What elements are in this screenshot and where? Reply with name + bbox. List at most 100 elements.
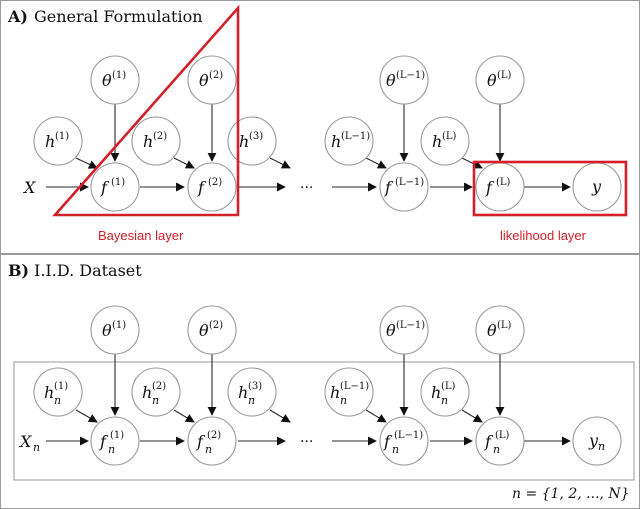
- h-node-2: h (2) n: [131, 367, 181, 417]
- theta-superscript: (L): [497, 320, 512, 331]
- theta-superscript: (1): [112, 320, 126, 331]
- h-superscript: (1): [54, 381, 68, 392]
- panel-b-letter: B): [8, 261, 29, 280]
- h-symbol: h: [330, 383, 340, 402]
- ellipsis: ···: [300, 180, 313, 196]
- output-subscript: n: [598, 440, 605, 453]
- f-superscript: (2): [207, 430, 221, 441]
- theta-symbol: θ: [199, 71, 209, 90]
- h-symbol: h: [44, 383, 54, 402]
- f-subscript: n: [493, 443, 500, 456]
- f-superscript: (L): [495, 430, 510, 441]
- theta-superscript: (2): [209, 70, 223, 81]
- f-subscript: n: [108, 443, 115, 456]
- h-subscript: n: [54, 394, 61, 407]
- h-superscript: (L−1): [341, 131, 370, 142]
- f-node-2: f (2): [187, 162, 237, 212]
- h-subscript: n: [340, 394, 347, 407]
- h-superscript: (L): [441, 381, 456, 392]
- f-node-2: f (2) n: [187, 416, 237, 466]
- output-node-y: y: [572, 162, 622, 212]
- h-superscript: (1): [55, 131, 69, 142]
- h-node-l-minus-1: h (L−1): [324, 116, 374, 166]
- h-superscript: (2): [153, 131, 167, 142]
- theta-symbol: θ: [102, 71, 112, 90]
- theta-node-1: θ (1): [90, 55, 140, 105]
- output-symbol: y: [591, 177, 602, 196]
- theta-superscript: (L): [497, 70, 512, 81]
- h-symbol: h: [331, 132, 341, 151]
- f-superscript: (2): [208, 177, 222, 188]
- theta-node-l-minus-1: θ (L−1): [379, 305, 429, 355]
- theta-node-2: θ (2): [187, 55, 237, 105]
- input-x: X: [18, 432, 32, 451]
- f-symbol: f: [383, 432, 393, 451]
- h-superscript: (L−1): [340, 381, 369, 392]
- f-node-1: f (1): [90, 162, 140, 212]
- plate-label: n = {1, 2, ..., N}: [512, 486, 630, 502]
- f-node-l-minus-1: f (L−1): [379, 162, 429, 212]
- input-subscript: n: [33, 441, 40, 454]
- input-x: X: [22, 178, 36, 197]
- output-node-y: y n: [572, 416, 622, 466]
- h-node-1: h (1): [33, 116, 83, 166]
- theta-superscript: (L−1): [396, 320, 425, 331]
- theta-node-l-minus-1: θ (L−1): [379, 55, 429, 105]
- h-symbol: h: [45, 132, 55, 151]
- h-subscript: n: [441, 394, 448, 407]
- f-node-l: f (L) n: [475, 416, 525, 466]
- h-symbol: h: [142, 383, 152, 402]
- panel-b-title: I.I.D. Dataset: [34, 261, 142, 280]
- h-symbol: h: [143, 132, 153, 151]
- h-node-l: h (L): [420, 116, 470, 166]
- h-symbol: h: [432, 132, 442, 151]
- h-subscript: n: [248, 394, 255, 407]
- theta-node-1: θ (1): [90, 305, 140, 355]
- h-node-3: h (3): [227, 116, 277, 166]
- theta-symbol: θ: [386, 71, 396, 90]
- bayesian-layer-triangle: [52, 4, 240, 217]
- h-node-l: h (L) n: [420, 367, 470, 417]
- panel-a: A) General Formulation: [7, 4, 628, 243]
- likelihood-layer-box: [472, 160, 628, 217]
- panel-a-title: General Formulation: [34, 7, 203, 26]
- panel-b-edges: [46, 354, 571, 446]
- h-node-2: h (2): [131, 116, 181, 166]
- f-subscript: n: [205, 443, 212, 456]
- output-symbol: y: [588, 431, 599, 450]
- panel-a-letter: A): [7, 7, 28, 26]
- h-superscript: (3): [248, 381, 262, 392]
- theta-symbol: θ: [487, 321, 497, 340]
- panel-b-frame: [0, 254, 640, 509]
- bayesian-layer-label: Bayesian layer: [98, 228, 184, 243]
- h-superscript: (3): [249, 131, 263, 142]
- f-superscript: (1): [110, 430, 124, 441]
- f-symbol: f: [100, 178, 110, 197]
- f-symbol: f: [99, 432, 109, 451]
- ellipsis: ···: [300, 434, 313, 450]
- h-superscript: (2): [152, 381, 166, 392]
- plate-box: [13, 361, 635, 481]
- f-symbol: f: [384, 178, 394, 197]
- f-symbol: f: [485, 178, 495, 197]
- theta-superscript: (2): [209, 320, 223, 331]
- theta-node-l: θ (L): [475, 55, 525, 105]
- f-superscript: (L−1): [394, 430, 423, 441]
- f-node-l-minus-1: f (L−1) n: [379, 416, 429, 466]
- likelihood-layer-label: likelihood layer: [500, 228, 587, 243]
- panel-a-edges: [46, 104, 571, 192]
- f-superscript: (L−1): [395, 177, 424, 188]
- h-superscript: (L): [442, 131, 457, 142]
- h-node-l-minus-1: h (L−1) n: [324, 367, 374, 417]
- theta-superscript: (L−1): [396, 70, 425, 81]
- h-subscript: n: [152, 394, 159, 407]
- theta-symbol: θ: [199, 321, 209, 340]
- f-node-1: f (1) n: [90, 416, 140, 466]
- f-symbol: f: [197, 178, 207, 197]
- f-subscript: n: [392, 443, 399, 456]
- f-superscript: (1): [111, 177, 125, 188]
- f-node-l: f (L): [475, 162, 525, 212]
- theta-symbol: θ: [487, 71, 497, 90]
- h-symbol: h: [431, 383, 441, 402]
